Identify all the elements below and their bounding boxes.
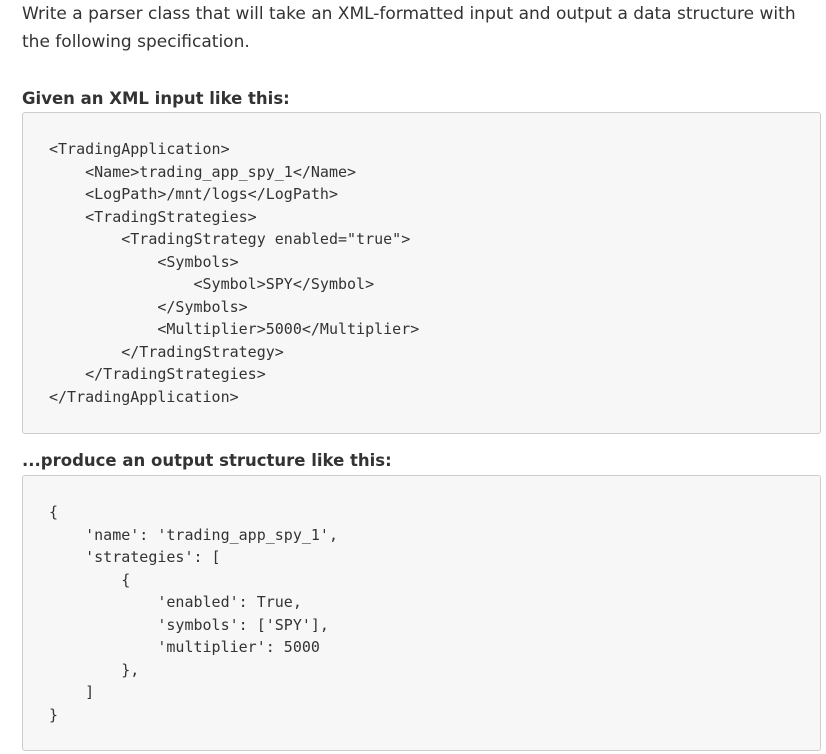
output-structure-code-block: { 'name': 'trading_app_spy_1', 'strategi… — [22, 475, 821, 751]
output-structure-code: { 'name': 'trading_app_spy_1', 'strategi… — [49, 503, 338, 724]
input-heading: Given an XML input like this: — [22, 89, 290, 108]
output-heading: ...produce an output structure like this… — [22, 451, 392, 470]
xml-input-code: <TradingApplication> <Name>trading_app_s… — [49, 140, 420, 406]
intro-paragraph: Write a parser class that will take an X… — [22, 4, 796, 52]
xml-input-code-block: <TradingApplication> <Name>trading_app_s… — [22, 112, 821, 434]
